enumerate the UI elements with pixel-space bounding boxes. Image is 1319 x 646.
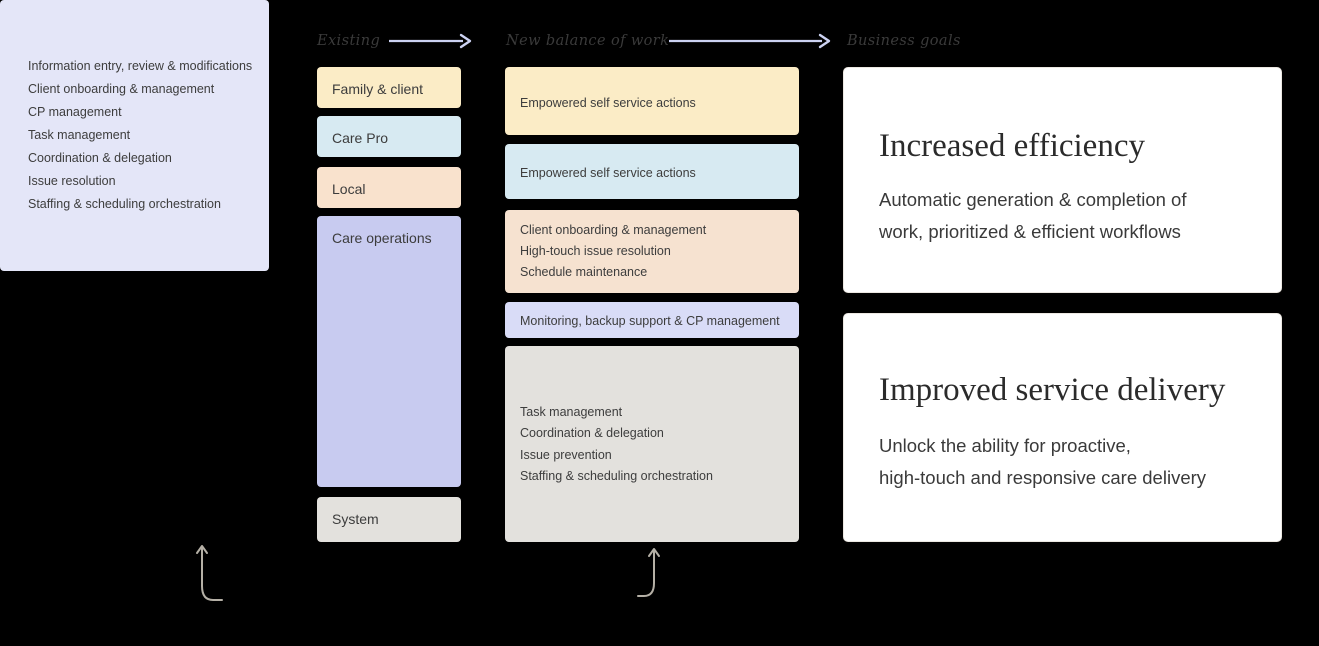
header-arrow-balance-to-goals xyxy=(669,33,834,49)
curved-arrow-up-middle xyxy=(634,545,674,600)
category-block-care-pro: Care Pro xyxy=(317,116,461,157)
work-item: High-touch issue resolution xyxy=(520,244,671,258)
list-item: Staffing & scheduling orchestration xyxy=(28,197,221,211)
work-block-care-pro: Empowered self service actions xyxy=(505,144,799,199)
goal-body: Unlock the ability for proactive, high-t… xyxy=(879,430,1259,494)
goal-title: Improved service delivery xyxy=(879,372,1226,408)
column-header-new-balance: New balance of work xyxy=(506,33,670,49)
work-item: Task management xyxy=(520,405,623,419)
column-header-existing: Existing xyxy=(317,33,381,49)
category-label: Local xyxy=(332,181,366,197)
work-item: Empowered self service actions xyxy=(520,96,696,110)
goal-body-line: high-touch and responsive care delivery xyxy=(879,466,1207,488)
curved-arrow-up-left xyxy=(190,542,236,604)
goal-body-line: Unlock the ability for proactive, xyxy=(879,435,1131,456)
column-header-business-goals: Business goals xyxy=(847,33,961,49)
list-item: Client onboarding & management xyxy=(28,82,215,96)
list-item: Task management xyxy=(28,128,131,142)
list-item: CP management xyxy=(28,105,122,119)
work-item: Monitoring, backup support & CP manageme… xyxy=(520,314,780,328)
list-item: Coordination & delegation xyxy=(28,151,172,165)
goal-card-improved-service-delivery: Improved service delivery Unlock the abi… xyxy=(843,313,1282,542)
current-state-panel: Information entry, review & modification… xyxy=(0,0,269,271)
work-item: Client onboarding & management xyxy=(520,223,707,237)
goal-title: Increased efficiency xyxy=(879,128,1145,164)
category-label: Care Pro xyxy=(332,130,389,146)
current-state-list: Information entry, review & modification… xyxy=(28,60,1309,221)
work-item: Coordination & delegation xyxy=(520,426,664,440)
work-block-family-client: Empowered self service actions xyxy=(505,67,799,135)
category-block-local: Local xyxy=(317,167,461,208)
category-label: Care operations xyxy=(332,230,432,246)
category-block-family-client: Family & client xyxy=(317,67,461,108)
category-label: System xyxy=(332,511,379,527)
category-block-care-operations: Care operations xyxy=(317,216,461,487)
work-item: Staffing & scheduling orchestration xyxy=(520,469,713,483)
work-block-care-operations: Monitoring, backup support & CP manageme… xyxy=(505,302,799,338)
header-arrow-existing-to-balance xyxy=(389,33,475,49)
work-block-local: Client onboarding & management High-touc… xyxy=(505,210,799,293)
work-item: Issue prevention xyxy=(520,448,612,462)
category-label: Family & client xyxy=(332,81,424,97)
work-item: Empowered self service actions xyxy=(520,166,696,180)
list-item: Information entry, review & modification… xyxy=(28,59,253,73)
work-item: Schedule maintenance xyxy=(520,265,648,279)
goal-body-line: work, prioritized & efficient workflows xyxy=(879,220,1181,242)
list-item: Issue resolution xyxy=(28,174,116,188)
goal-card-increased-efficiency: Increased efficiency Automatic generatio… xyxy=(843,67,1282,293)
work-block-system: Task management Coordination & delegatio… xyxy=(505,346,799,542)
goal-body: Automatic generation & completion of wor… xyxy=(879,184,1259,248)
goal-body-line: Automatic generation & completion of xyxy=(879,189,1187,210)
category-block-system: System xyxy=(317,497,461,542)
